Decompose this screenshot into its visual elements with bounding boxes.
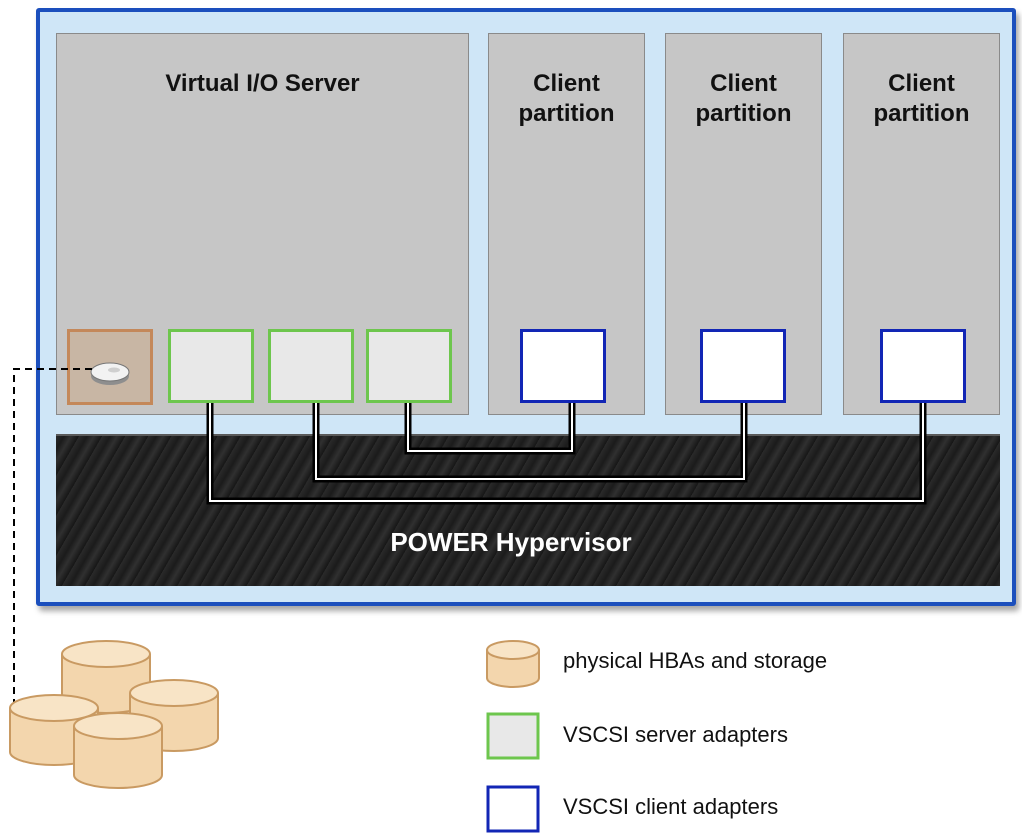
legend-label-server-adapters: VSCSI server adapters bbox=[563, 722, 788, 747]
client-partition-3-title-line2: partition bbox=[873, 100, 970, 127]
client-partition-3: Client partition bbox=[843, 33, 1000, 415]
hypervisor-label: POWER Hypervisor bbox=[390, 527, 632, 557]
connection-adapter-2-to-client-2 bbox=[312, 403, 748, 483]
client-partition-1-title-line1: Client bbox=[533, 70, 600, 97]
physical-hba bbox=[67, 329, 153, 405]
storage-disks bbox=[9, 640, 219, 789]
legend-label-client-adapters: VSCSI client adapters bbox=[563, 794, 779, 819]
client-partition-2-title-line1: Client bbox=[710, 70, 777, 97]
vscsi-client-adapter-3 bbox=[880, 329, 966, 403]
client-partition-2-title-line2: partition bbox=[695, 100, 792, 127]
vscsi-server-adapter-2 bbox=[268, 329, 354, 403]
storage-disk-icon bbox=[486, 640, 540, 688]
vscsi-server-adapter-3 bbox=[366, 329, 452, 403]
legend-label-storage: physical HBAs and storage bbox=[563, 648, 828, 673]
server-adapter-swatch bbox=[486, 712, 540, 760]
client-partition-3-title-line1: Client bbox=[888, 70, 955, 97]
vscsi-client-adapter-1 bbox=[520, 329, 606, 403]
vscsi-server-adapter-1 bbox=[168, 329, 254, 403]
vscsi-client-adapter-2 bbox=[700, 329, 786, 403]
vios-title: Virtual I/O Server bbox=[165, 70, 360, 97]
connection-adapter-3-to-client-1 bbox=[404, 403, 576, 455]
disk-icon bbox=[90, 362, 130, 385]
client-adapter-swatch bbox=[486, 785, 540, 833]
hba-storage-link bbox=[13, 368, 92, 706]
client-partition-1-title-line2: partition bbox=[518, 100, 615, 127]
storage-disk-4 bbox=[73, 712, 163, 789]
